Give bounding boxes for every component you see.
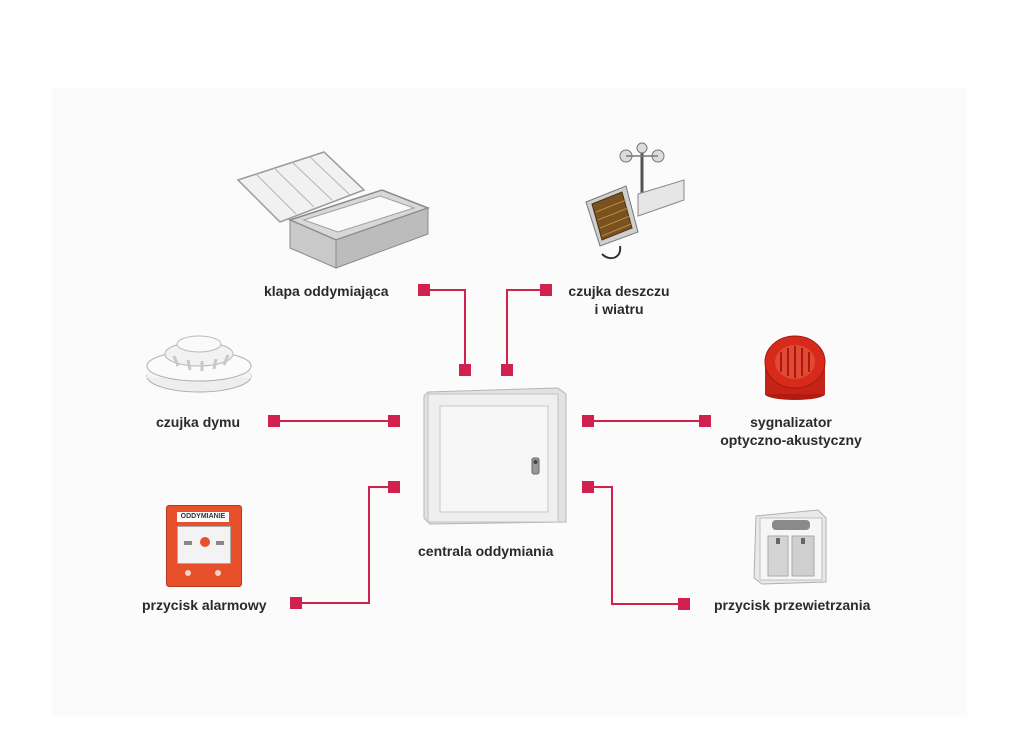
signaller-label: sygnalizator optyczno-akustyczny <box>714 413 868 449</box>
alarm-button-label: przycisk alarmowy <box>142 597 267 613</box>
signaller-image <box>764 335 826 400</box>
alarm-button-image: ODDYMIANIE <box>166 505 242 587</box>
terminal-signaller-b <box>699 415 711 427</box>
central-unit-cabinet-image <box>423 387 567 525</box>
alarm-glass-panel <box>177 526 231 564</box>
signaller-label-line1: sygnalizator <box>750 414 832 430</box>
roof-hatch-label: klapa oddymiająca <box>264 283 389 299</box>
rain-wind-label-line1: czujka deszczu <box>568 283 670 299</box>
wire-ventilation-button <box>588 486 684 605</box>
terminal-vent-b <box>678 598 690 610</box>
rain-wind-label-line2: i wiatru <box>594 301 644 317</box>
ventilation-button-label: przycisk przewietrzania <box>714 597 871 613</box>
terminal-smoke-a <box>268 415 280 427</box>
terminal-rain-wind-b <box>501 364 513 376</box>
wire-alarm-button <box>296 486 394 604</box>
terminal-rain-wind-a <box>540 284 552 296</box>
ventilation-button-image <box>753 509 827 585</box>
terminal-alarm-b <box>388 481 400 493</box>
rain-wind-label: czujka deszczu i wiatru <box>556 282 682 318</box>
signaller-label-line2: optyczno-akustyczny <box>720 432 862 448</box>
smoke-detector-label: czujka dymu <box>156 414 241 430</box>
terminal-alarm-a <box>290 597 302 609</box>
rain-wind-sensor-image <box>585 142 685 260</box>
wire-roof-hatch <box>424 289 466 370</box>
terminal-smoke-b <box>388 415 400 427</box>
alarm-plate-text: ODDYMIANIE <box>177 512 229 522</box>
terminal-roof-hatch-b <box>459 364 471 376</box>
terminal-signaller-a <box>582 415 594 427</box>
terminal-roof-hatch-a <box>418 284 430 296</box>
roof-hatch-image <box>236 151 431 269</box>
smoke-detector-image <box>146 335 252 393</box>
central-unit-label: centrala oddymiania <box>418 543 554 559</box>
wire-rain-wind <box>506 289 546 370</box>
terminal-vent-a <box>582 481 594 493</box>
